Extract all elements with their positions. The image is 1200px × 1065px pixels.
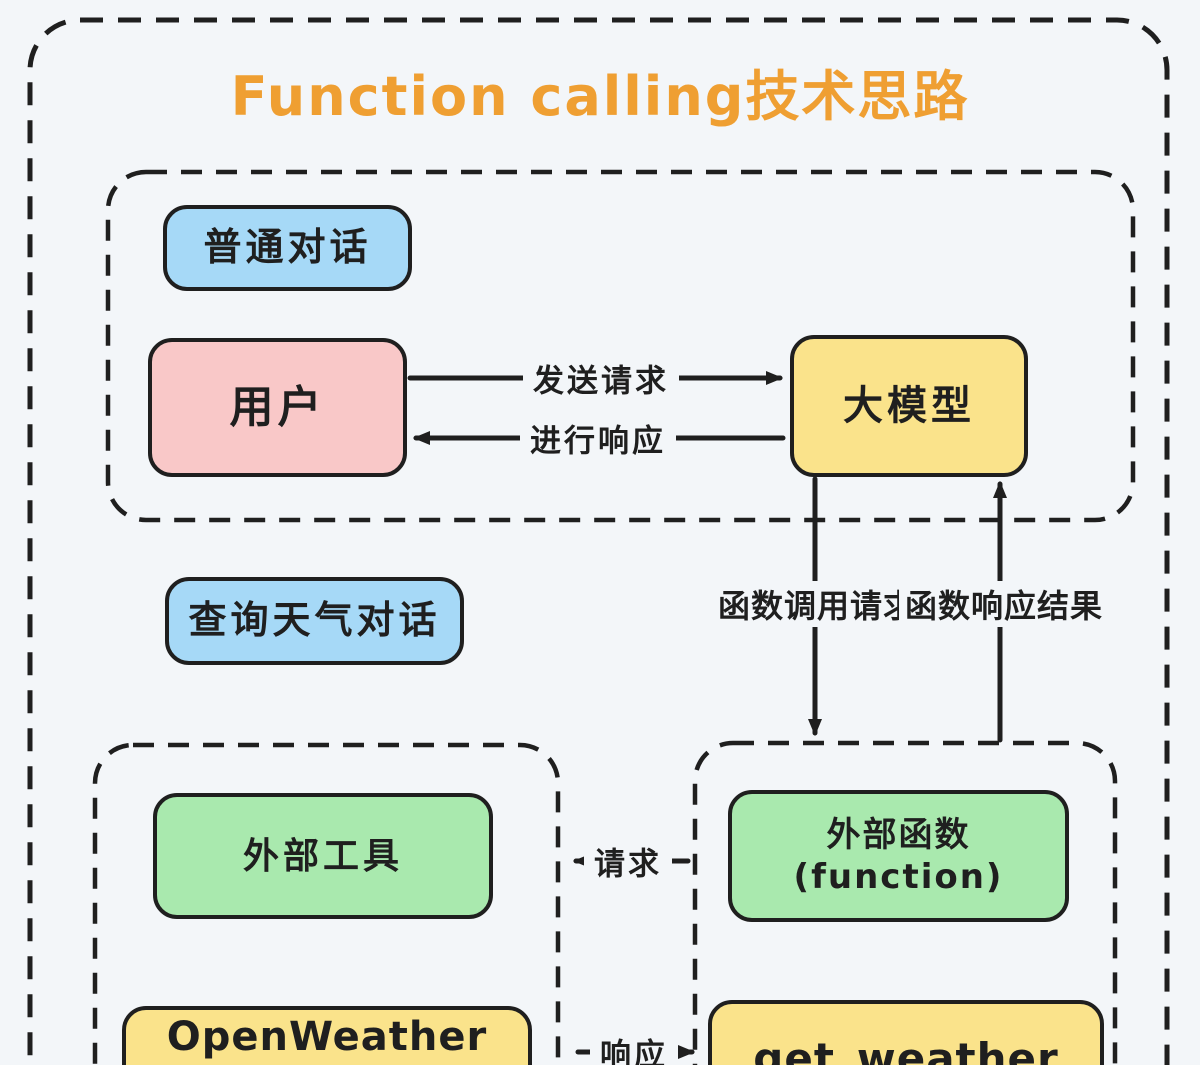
function-call-request-label: 函数调用请求 (711, 581, 923, 627)
diagram-title: Function calling技术思路 (230, 65, 970, 128)
node-external-tools: 外部工具 (153, 793, 493, 919)
node-openweather-api: OpenWeather API (122, 1006, 532, 1065)
external-function-dashed-container (692, 740, 1118, 1065)
normal-chat-dashed-container (105, 169, 1136, 523)
send-request-label: 发送请求 (523, 355, 679, 401)
respond-label: 进行响应 (520, 415, 676, 461)
request-label: 请求 (584, 838, 672, 884)
node-llm: 大模型 (790, 335, 1028, 477)
node-external-function: 外部函数 (function) (728, 790, 1069, 922)
external-function-label-cn: 外部函数 (826, 814, 971, 855)
node-get-weather: get_weather (708, 1000, 1104, 1065)
function-response-result-label: 函数响应结果 (898, 581, 1110, 627)
node-user: 用户 (148, 338, 407, 477)
external-function-label-en: (function) (793, 857, 1004, 897)
node-weather-chat: 查询天气对话 (165, 577, 464, 665)
response-label: 响应 (590, 1029, 678, 1065)
external-tools-dashed-container (92, 742, 561, 1065)
node-normal-chat: 普通对话 (163, 205, 412, 291)
